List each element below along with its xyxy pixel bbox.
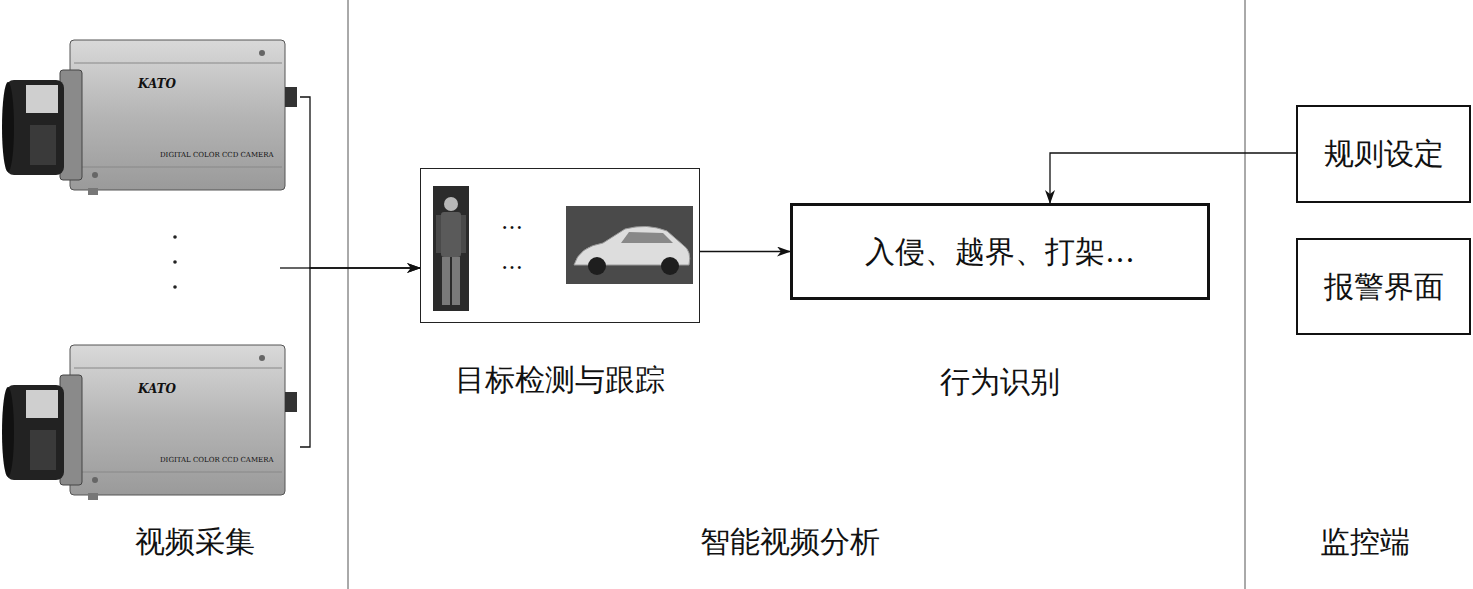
alarm-text: 报警界面: [1324, 269, 1444, 305]
brand-text: KATO: [138, 77, 176, 91]
wire-stub: [280, 267, 310, 268]
camera-illustration: [0, 25, 300, 195]
section-divider: [348, 0, 349, 589]
alarm-box: 报警界面: [1296, 238, 1471, 335]
target-thumbnails: [421, 169, 701, 324]
behavior-text: 入侵、越界、打架…: [865, 234, 1135, 270]
section-divider: [1245, 0, 1246, 589]
flow-arrow: [700, 251, 790, 252]
ellipsis-text: …: [501, 209, 523, 235]
brand-text: KATO: [138, 382, 176, 396]
ellipsis-text: …: [501, 249, 523, 275]
behavior-box: 入侵、越界、打架…行为识别: [790, 203, 1210, 300]
continuation-dot: [173, 235, 177, 239]
continuation-dot: [173, 260, 177, 264]
rule-text: 规则设定: [1324, 136, 1444, 172]
detection-box: ……目标检测与跟踪: [420, 168, 700, 323]
model-text: DIGITAL COLOR CCD CAMERA: [160, 456, 274, 464]
rule-box: 规则设定: [1296, 105, 1471, 203]
section-label: 监控端: [1320, 524, 1410, 560]
model-text: DIGITAL COLOR CCD CAMERA: [160, 151, 274, 159]
section-label: 智能视频分析: [700, 524, 880, 560]
stage-caption: 行为识别: [940, 364, 1060, 400]
camera-node: KATO DIGITAL COLOR CCD CAMERA: [0, 330, 300, 500]
stage-caption: 目标检测与跟踪: [455, 362, 665, 398]
continuation-dot: [173, 285, 177, 289]
flow-arrow: [1050, 153, 1296, 203]
flow-arrow: [300, 268, 420, 447]
section-label: 视频采集: [135, 524, 255, 560]
camera-node: KATO DIGITAL COLOR CCD CAMERA: [0, 25, 300, 195]
camera-illustration: [0, 330, 300, 500]
flow-arrow: [300, 97, 420, 268]
